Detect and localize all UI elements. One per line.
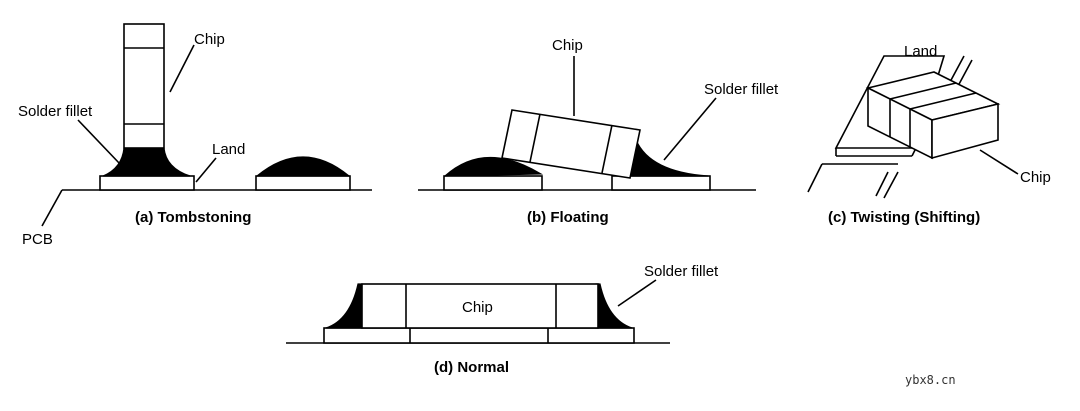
- panel-normal: Chip Solder fillet (d) Normal: [286, 263, 719, 376]
- label-solder-fillet-d: Solder fillet: [644, 263, 719, 280]
- solder-fillet-a: [102, 147, 191, 177]
- label-chip-c: Chip: [1020, 169, 1051, 186]
- panel-floating: Chip Solder fillet (b) Floating: [418, 37, 779, 226]
- leader-fillet-b: [663, 97, 717, 161]
- leader-fillet-d: [617, 279, 657, 307]
- solder-fillet-b: [629, 138, 709, 177]
- label-pcb: PCB: [22, 231, 53, 248]
- caption-normal: (d) Normal: [434, 359, 509, 376]
- solder-bump-b: [443, 156, 544, 177]
- label-chip-d: Chip: [462, 299, 493, 316]
- land-left-a: [99, 175, 195, 191]
- land-lower-left-c: [807, 163, 823, 193]
- leader-chip-c: [979, 149, 1019, 175]
- panel-tombstoning: Chip Solder fillet Land PCB (a) Tombston…: [18, 23, 372, 248]
- chip-terminal-top-2-c: [909, 92, 977, 110]
- leader-fillet-a: [77, 119, 121, 165]
- chip-terminal-top-1-c: [889, 82, 957, 100]
- leader-land-a: [195, 157, 217, 183]
- land-right-a: [255, 175, 351, 191]
- land-lower-inner-c: [875, 171, 889, 197]
- label-chip-b: Chip: [552, 37, 583, 54]
- caption-tombstoning: (a) Tombstoning: [135, 209, 251, 226]
- land-strip-d: [323, 327, 635, 344]
- chip-terminal-line-right-b: [601, 124, 613, 174]
- caption-floating: (b) Floating: [527, 209, 609, 226]
- tombstoned-chip: [123, 23, 165, 149]
- solder-bump-a: [255, 156, 351, 177]
- panel-twisting: Land Chip (c) Twisting (Shifting): [807, 43, 1051, 226]
- watermark: ybx8.cn: [905, 373, 956, 387]
- land-lower-right-c: [883, 171, 899, 199]
- leader-chip-a: [169, 44, 195, 93]
- label-chip-a: Chip: [194, 31, 225, 48]
- land-line-2-c: [957, 59, 973, 87]
- normal-chip: [361, 283, 599, 329]
- label-solder-fillet-b: Solder fillet: [704, 81, 779, 98]
- solder-fillet-left-d: [325, 283, 363, 329]
- chip-terminal-line-left-b: [529, 113, 541, 163]
- label-land-c: Land: [904, 43, 937, 60]
- label-solder-fillet-a: Solder fillet: [18, 103, 93, 120]
- chip-right-face-c: [931, 102, 999, 160]
- caption-twisting: (c) Twisting (Shifting): [828, 209, 980, 226]
- label-land-a: Land: [212, 141, 245, 158]
- leader-pcb: [41, 189, 63, 227]
- land-line-1-c: [949, 55, 965, 83]
- land-left-b: [443, 175, 543, 191]
- solder-fillet-right-d: [595, 283, 633, 329]
